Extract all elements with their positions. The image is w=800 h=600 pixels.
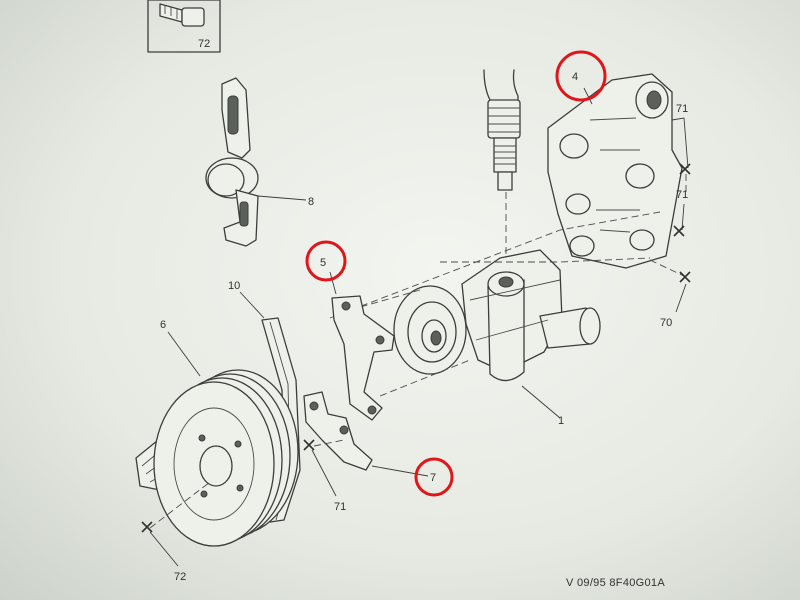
label-7: 7 (430, 472, 436, 484)
fasteners-right: 71 71 70 (649, 103, 691, 329)
pump-1: 1 (393, 249, 601, 427)
bracket-5: 5 (320, 257, 395, 421)
bolt-72-box: 72 (147, 0, 221, 53)
label-72-bottom: 72 (174, 571, 186, 583)
label-71-mid: 71 (676, 189, 688, 201)
highlight-circle-4 (555, 50, 607, 102)
pulley-6: 6 (135, 319, 299, 547)
bracket-4: 4 (547, 71, 683, 269)
label-71-bottom: 71 (334, 501, 346, 513)
drawing-reference: V 09/95 8F40G01A (566, 577, 665, 589)
bracket-7: 7 (303, 391, 436, 484)
label-6: 6 (160, 319, 166, 331)
label-70: 70 (660, 317, 672, 329)
label-10: 10 (228, 280, 240, 292)
label-4: 4 (572, 71, 578, 83)
label-1: 1 (558, 415, 564, 427)
highlight-circle-7 (414, 457, 454, 497)
label-5: 5 (320, 257, 326, 269)
label-72-box: 72 (198, 38, 210, 50)
tensioner-8: 8 (205, 77, 314, 247)
fastener-71-bottom: 71 (303, 439, 346, 513)
fastener-72-bottom: 72 (141, 481, 211, 583)
label-8: 8 (308, 196, 314, 208)
highlight-circle-5 (305, 240, 347, 282)
hose (483, 69, 521, 262)
label-71-top: 71 (676, 103, 688, 115)
